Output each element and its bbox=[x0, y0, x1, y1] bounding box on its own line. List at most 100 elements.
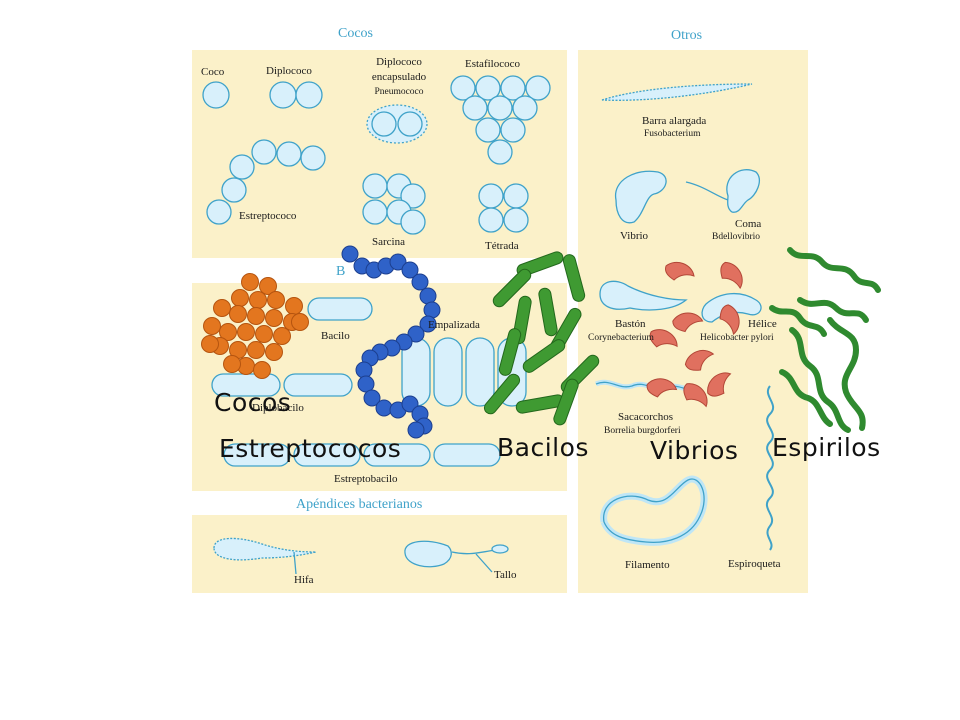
fusobacterium-cell bbox=[601, 83, 753, 101]
estreptococo-dot bbox=[375, 399, 393, 417]
label-fusobacterium: Fusobacterium bbox=[644, 129, 701, 139]
cocos-cluster bbox=[201, 273, 309, 379]
estreptococo-dot bbox=[401, 261, 419, 279]
coco-dot bbox=[253, 361, 271, 379]
espirilo-spiral bbox=[769, 305, 827, 337]
cocos-heading: Cocos bbox=[338, 26, 373, 41]
coco-dot bbox=[285, 297, 303, 315]
coco-dot bbox=[249, 291, 267, 309]
label-corynebacterium: Corynebacterium bbox=[588, 333, 654, 343]
estreptococo-dot bbox=[407, 421, 425, 439]
estreptococo-dot bbox=[341, 245, 359, 263]
filamento-cell bbox=[600, 475, 708, 546]
estreptococo-dot bbox=[419, 287, 437, 305]
label-sarcina: Sarcina bbox=[372, 236, 405, 248]
label-diplococo-encapsulado-2: encapsulado bbox=[371, 71, 427, 83]
bacilo-rod bbox=[562, 254, 586, 302]
otros-heading: Otros bbox=[671, 28, 703, 43]
estreptobacilo-cells bbox=[223, 443, 501, 467]
coco-dot bbox=[265, 309, 283, 327]
estreptococos-chain bbox=[341, 245, 441, 439]
bacilo-rod bbox=[498, 328, 522, 376]
estafilococo-cells bbox=[450, 75, 551, 165]
estreptococo-dot bbox=[411, 273, 429, 291]
label-hifa: Hifa bbox=[294, 574, 314, 586]
espirilo-spiral bbox=[787, 247, 881, 293]
coco-dot bbox=[247, 341, 265, 359]
coco-dot bbox=[259, 277, 277, 295]
coco-dot bbox=[247, 307, 265, 325]
label-vibrio: Vibrio bbox=[620, 230, 649, 242]
diplococo-cells bbox=[269, 81, 323, 109]
bacilo-rod bbox=[522, 339, 566, 373]
diplococo-encapsulado-cells bbox=[366, 104, 428, 144]
label-sacacorchos: Sacacorchos bbox=[618, 411, 673, 423]
label-bacilo: Bacilo bbox=[321, 330, 350, 342]
espirilo-spiral bbox=[827, 317, 866, 431]
label-coco: Coco bbox=[201, 66, 225, 78]
bacilo-cell bbox=[307, 297, 373, 321]
tetrada-cells bbox=[478, 183, 529, 233]
espirilo-spiral bbox=[797, 297, 869, 323]
coco-dot bbox=[219, 323, 237, 341]
label-estafilococo: Estafilococo bbox=[465, 58, 520, 70]
espirilo-spiral bbox=[779, 369, 833, 427]
vibrio-comma bbox=[672, 312, 704, 333]
sarcina-cells bbox=[362, 173, 426, 235]
label-helice: Hélice bbox=[748, 318, 777, 330]
coco-dot bbox=[231, 289, 249, 307]
vibrio-comma bbox=[646, 378, 678, 398]
vibrio-comma bbox=[649, 329, 678, 348]
estreptococo-dot bbox=[423, 301, 441, 319]
coco-dot bbox=[273, 327, 291, 345]
overlay-label-estreptococos: Estreptococos bbox=[219, 434, 402, 463]
label-tetrada: Tétrada bbox=[485, 240, 519, 252]
coco-dot bbox=[255, 325, 273, 343]
label-diplococo-encapsulado-1: Diplococo bbox=[376, 56, 422, 68]
coco-dot bbox=[265, 343, 283, 361]
coco-dot bbox=[237, 323, 255, 341]
estreptococo-dot bbox=[363, 389, 381, 407]
coco-dot bbox=[213, 299, 231, 317]
diplobacilo-cells bbox=[211, 373, 353, 397]
coco-dot bbox=[267, 291, 285, 309]
vibrio-cell bbox=[615, 170, 667, 224]
vibrio-comma bbox=[719, 304, 740, 336]
bacilos-heading-partial: B bbox=[336, 264, 346, 279]
label-coma: Coma bbox=[735, 218, 762, 230]
espirilo-spiral bbox=[789, 327, 851, 433]
label-pneumococo: Pneumococo bbox=[374, 87, 424, 97]
vibrios-commas bbox=[646, 261, 743, 408]
estreptococo-dot bbox=[407, 325, 425, 343]
coco-dot bbox=[201, 335, 219, 353]
estreptococo-dot bbox=[419, 315, 437, 333]
label-baston: Bastón bbox=[615, 318, 646, 330]
overlay-label-bacilos: Bacilos bbox=[497, 433, 589, 462]
espirilos-spirals bbox=[769, 247, 881, 433]
bacilos-rods bbox=[483, 251, 600, 426]
label-tallo: Tallo bbox=[494, 569, 517, 581]
espiroqueta-cell bbox=[765, 385, 775, 551]
label-bdellovibrio: Bdellovibrio bbox=[712, 232, 761, 242]
coco-dot bbox=[241, 273, 259, 291]
estreptococo-dot bbox=[355, 361, 373, 379]
bacilo-rod bbox=[483, 373, 521, 415]
vibrio-comma bbox=[665, 261, 695, 281]
coco-dot bbox=[291, 313, 309, 331]
bdellovibrio-cell bbox=[685, 169, 760, 213]
vibrio-comma bbox=[707, 372, 732, 397]
overlay-label-cocos: Cocos bbox=[214, 388, 292, 417]
label-barra-alargada: Barra alargada bbox=[642, 115, 707, 127]
vibrio-comma bbox=[683, 383, 708, 408]
vibrio-comma bbox=[720, 261, 743, 290]
label-diplobacilo: Diplobacilo bbox=[252, 402, 304, 414]
label-estreptococo: Estreptococo bbox=[239, 210, 297, 222]
overlay-label-espirilos: Espirilos bbox=[772, 433, 881, 462]
vibrio-comma bbox=[684, 350, 715, 371]
label-helicobacter: Helicobacter pylori bbox=[700, 333, 774, 343]
label-espiroqueta: Espiroqueta bbox=[728, 558, 781, 570]
estreptococo-cells bbox=[206, 139, 326, 225]
label-filamento: Filamento bbox=[625, 559, 670, 571]
tallo-cell bbox=[404, 540, 509, 573]
